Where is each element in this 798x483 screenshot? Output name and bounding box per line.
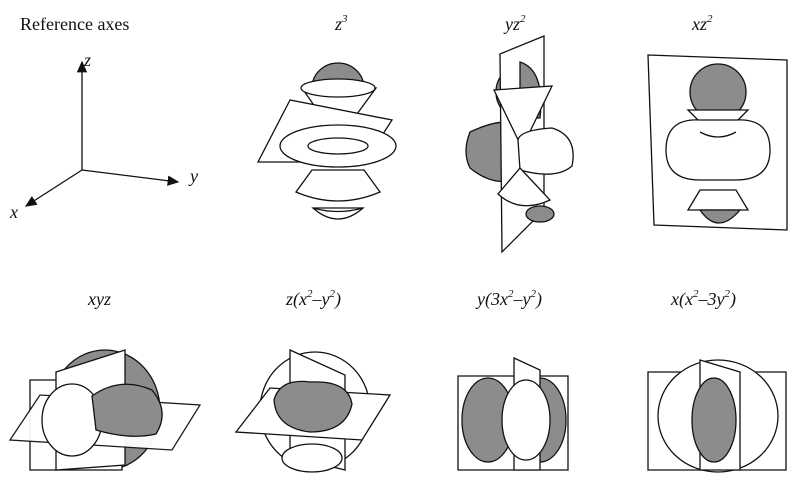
yz2-bottom-lobe xyxy=(526,206,554,222)
orbital-xyz xyxy=(10,350,200,470)
xyz-front-lobe xyxy=(92,384,162,436)
reference-axes xyxy=(26,62,178,206)
y3x2y2-center-lobe xyxy=(502,380,550,460)
orbital-xz2 xyxy=(648,55,787,230)
y-axis-arrow xyxy=(82,170,178,182)
x-axis-arrow xyxy=(26,170,82,206)
orbital-zx2y2 xyxy=(236,350,390,472)
xx23y2-shaded-lobe xyxy=(692,378,736,462)
zx2y2-bottom-lobe xyxy=(282,444,342,472)
xz2-torus xyxy=(666,120,770,180)
z3-bottom-cone xyxy=(296,170,380,201)
z3-torus xyxy=(280,125,396,167)
yz2-torus xyxy=(518,128,573,174)
orbital-y3x2y2 xyxy=(458,358,568,470)
orbital-z3 xyxy=(258,63,396,219)
orbital-yz2 xyxy=(466,36,573,252)
orbital-xx23y2 xyxy=(648,360,786,472)
